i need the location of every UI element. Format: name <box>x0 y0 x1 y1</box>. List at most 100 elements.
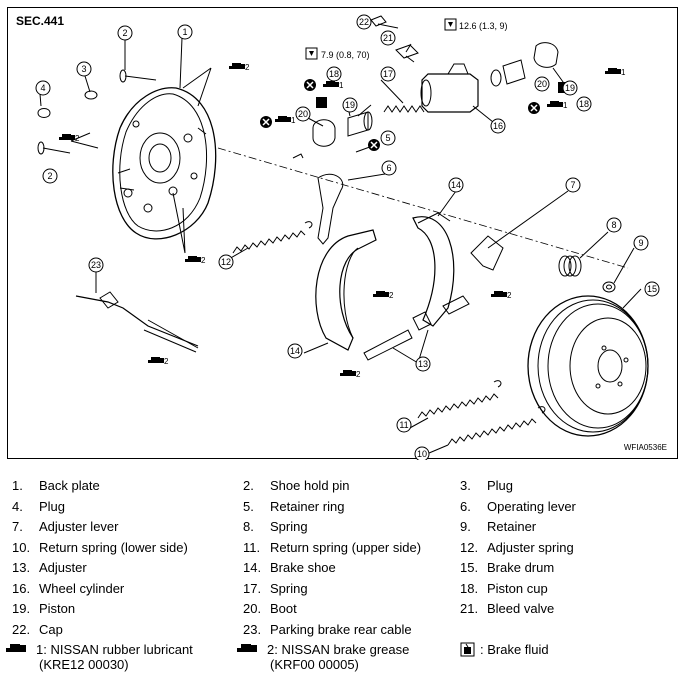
callout-5: 5 <box>380 130 396 146</box>
bleed-valve <box>395 44 419 63</box>
svg-text:19: 19 <box>345 100 355 110</box>
callouts: 1223456789111213141415161718181919202021… <box>35 14 660 460</box>
callout-17: 17 <box>380 66 396 82</box>
svg-text:5: 5 <box>385 133 390 143</box>
legend-item: 1.Back plate <box>12 478 100 493</box>
callout-18: 18 <box>326 66 342 82</box>
legend-row: 13.Adjuster 14.Brake shoe 15.Brake drum <box>12 560 677 580</box>
svg-text:9: 9 <box>638 238 643 248</box>
return-spring-lower <box>447 406 546 446</box>
svg-text:14: 14 <box>451 180 461 190</box>
section-label: SEC.441 <box>16 14 65 28</box>
callout-11: 11 <box>396 417 412 433</box>
legend-item: 21.Bleed valve <box>460 601 555 616</box>
svg-text:1: 1 <box>621 68 626 77</box>
svg-text:2: 2 <box>245 63 250 72</box>
legend-item: 17.Spring <box>243 580 308 596</box>
svg-text:6: 6 <box>386 163 391 173</box>
callout-18: 18 <box>576 96 592 112</box>
svg-text:2: 2 <box>164 357 169 366</box>
legend-item: 10.Return spring (lower side) <box>12 539 188 555</box>
wheel-cylinder <box>420 63 479 113</box>
spring-8 <box>558 255 582 277</box>
legend-item: 22.Cap <box>12 621 63 637</box>
return-spring-upper <box>417 380 502 419</box>
svg-text:4: 4 <box>40 83 45 93</box>
callout-2: 2 <box>42 168 58 184</box>
back-plate <box>112 87 217 240</box>
legend-item: 9.Retainer <box>460 519 537 534</box>
svg-text:1: 1 <box>291 116 296 125</box>
svg-text:20: 20 <box>537 79 547 89</box>
legend-item: 8.Spring <box>243 519 308 534</box>
adjuster-lever <box>470 235 504 271</box>
svg-text:18: 18 <box>579 99 589 109</box>
legend-item: 4.Plug <box>12 498 66 514</box>
svg-text:21: 21 <box>383 33 393 43</box>
legend-item: 3.Plug <box>460 478 514 493</box>
callout-19: 19 <box>342 97 358 113</box>
svg-text:3: 3 <box>81 64 86 74</box>
legend-item: 6.Operating lever <box>460 498 576 514</box>
callout-3: 3 <box>76 61 92 77</box>
svg-text:16: 16 <box>493 121 503 131</box>
legend-row: 22.Cap 23.Parking brake rear cable <box>12 622 677 642</box>
svg-text:2: 2 <box>47 171 52 181</box>
brake-shoe-left <box>315 229 377 351</box>
retainer-ring <box>292 153 304 159</box>
callout-13: 13 <box>415 356 431 372</box>
legend-item: 16.Wheel cylinder <box>12 580 125 596</box>
brake-drum <box>527 295 649 437</box>
legend-item: 14.Brake shoe <box>243 560 336 575</box>
svg-text:10: 10 <box>417 449 427 459</box>
svg-text:2: 2 <box>122 28 127 38</box>
adjuster <box>363 295 470 361</box>
torque-cap: 7.9 (0.8, 70) <box>321 50 370 60</box>
callout-12: 12 <box>218 254 234 270</box>
callout-4: 4 <box>35 80 51 96</box>
cap <box>370 15 387 27</box>
boot-left <box>312 119 336 147</box>
svg-text:23: 23 <box>91 260 101 270</box>
svg-text:1: 1 <box>182 27 187 37</box>
legend-item: 2.Shoe hold pin <box>243 478 350 493</box>
legend-item: 13.Adjuster <box>12 560 87 575</box>
callout-6: 6 <box>381 160 397 176</box>
piston-cup-right <box>490 69 502 87</box>
svg-text:1: 1 <box>339 81 344 90</box>
svg-text:2: 2 <box>356 370 361 379</box>
callout-15: 15 <box>644 281 660 297</box>
legend-item: 23.Parking brake rear cable <box>243 621 412 637</box>
callout-20: 20 <box>534 76 550 92</box>
replace-symbols <box>260 79 540 151</box>
shoe-hold-pin-upper <box>119 69 157 83</box>
svg-text:2: 2 <box>389 291 394 300</box>
brake-fluid-symbol: : Brake fluid <box>460 642 549 658</box>
wheel-cylinder-spring <box>383 105 425 113</box>
svg-text:20: 20 <box>298 109 308 119</box>
callout-9: 9 <box>633 235 649 251</box>
svg-text:7: 7 <box>570 180 575 190</box>
callout-10: 10 <box>414 446 430 460</box>
callout-14: 14 <box>448 177 464 193</box>
legend-item: 18.Piston cup <box>460 580 548 596</box>
svg-text:13: 13 <box>418 359 428 369</box>
callout-8: 8 <box>606 217 622 233</box>
svg-text:8: 8 <box>611 220 616 230</box>
callout-21: 21 <box>380 30 396 46</box>
callout-2: 2 <box>117 25 133 41</box>
callout-20: 20 <box>295 106 311 122</box>
parking-brake-cable <box>75 291 199 353</box>
svg-text:22: 22 <box>359 17 369 27</box>
callout-7: 7 <box>565 177 581 193</box>
piston-right <box>502 59 526 85</box>
legend-row: 4.Plug 5.Retainer ring 6.Operating lever <box>12 499 677 519</box>
operating-lever <box>317 173 344 245</box>
plug-4 <box>37 108 51 118</box>
boot-right <box>533 42 559 68</box>
symbol-legend-row: 1: NISSAN rubber lubricant (KRE12 00030)… <box>6 642 677 678</box>
diagram-drawing: 12.6 (1.3, 9) 7.9 (0.8, 70) <box>35 14 660 460</box>
plug-3 <box>84 90 98 100</box>
torque-bleed-valve: 12.6 (1.3, 9) <box>459 21 508 31</box>
grease-icon <box>237 644 257 652</box>
